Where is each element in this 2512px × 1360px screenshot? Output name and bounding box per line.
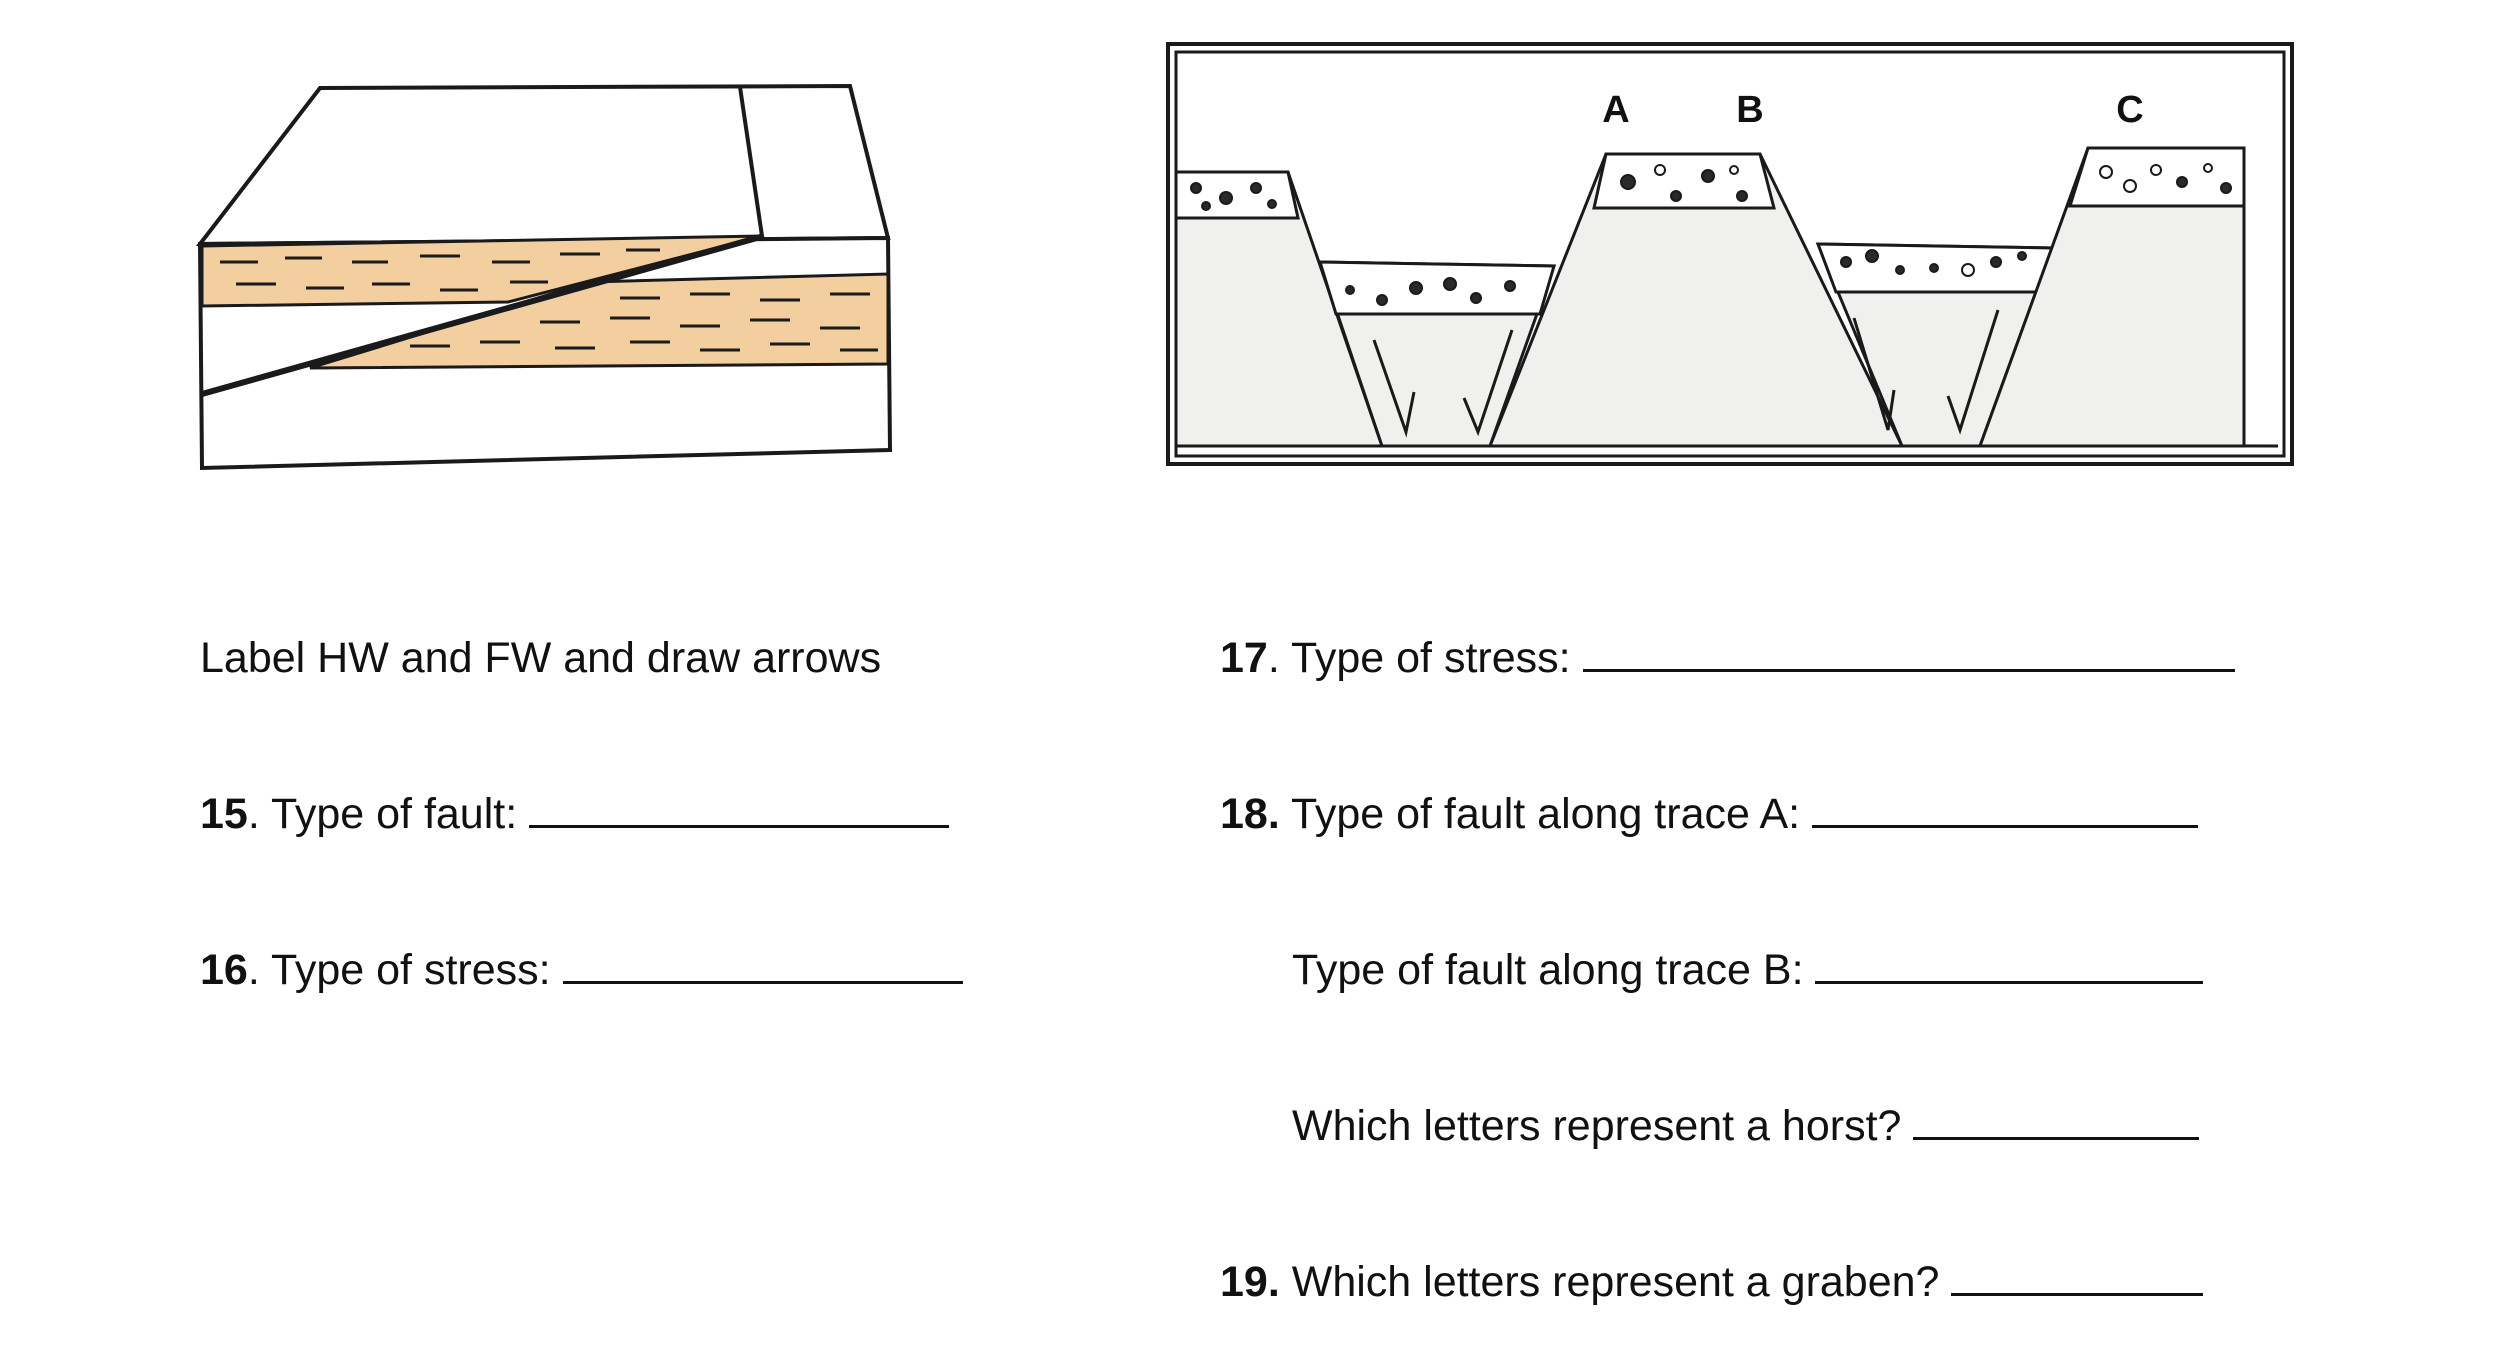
question-15-text: . Type of fault:: [247, 790, 530, 838]
fault-motion-arrows: [1372, 309, 2000, 438]
question-15-number: 15: [200, 790, 248, 838]
question-18-number: 18.: [1220, 790, 1280, 838]
question-17-number: 17: [1220, 634, 1268, 682]
question-18: 18. Type of fault along trace A:: [1220, 788, 2235, 840]
central-horst-gravel: [1592, 152, 1776, 210]
answer-18a-blank[interactable]: [1812, 789, 2199, 828]
question-19-text: Which letters represent a graben?: [1279, 1258, 1952, 1306]
question-17: 17. Type of stress:: [1220, 632, 2235, 684]
answer-19-blank[interactable]: [1951, 1257, 2204, 1296]
gravel-pebbles: [1190, 163, 2232, 306]
label-c: C: [2116, 89, 2143, 131]
question-17-text: . Type of stress:: [1267, 634, 1583, 682]
label-a: A: [1602, 89, 1629, 131]
answer-16-blank[interactable]: [562, 945, 963, 984]
right-horst-gravel: [2067, 146, 2246, 208]
fault-plane-trace: [201, 233, 765, 397]
sandstone-texture-upper: [220, 248, 660, 292]
question-19: 19. Which letters represent a graben?: [1220, 1256, 2235, 1308]
left-horst-gravel: [1174, 170, 1300, 220]
left-questions: Label HW and FW and draw arrows 15. Type…: [200, 528, 963, 1048]
fault-top-trace: [738, 86, 764, 237]
question-16-text: . Type of stress:: [247, 946, 563, 994]
question-18c: Which letters represent a horst?: [1220, 1100, 2235, 1152]
answer-15-blank[interactable]: [529, 789, 950, 828]
question-18b: Type of fault along trace B:: [1220, 944, 2235, 996]
answer-18c-blank[interactable]: [1913, 1101, 2200, 1140]
instruction-text: Label HW and FW and draw arrows: [200, 634, 882, 682]
question-16-number: 16: [200, 946, 248, 994]
answer-17-blank[interactable]: [1582, 633, 2235, 672]
diagram-outer-frame: [1166, 42, 2294, 466]
question-16: 16. Type of stress:: [200, 944, 963, 996]
label-b: B: [1736, 89, 1763, 131]
block-top-face: [195, 83, 891, 247]
question-19-number: 19.: [1220, 1258, 1280, 1306]
right-questions: 17. Type of stress: 18. Type of fault al…: [1220, 528, 2235, 1360]
answer-18b-blank[interactable]: [1815, 945, 2204, 984]
question-18c-text: Which letters represent a horst?: [1292, 1102, 1914, 1150]
horst-graben-diagram: A B C: [1166, 42, 2294, 466]
question-18-text: Type of fault along trace A:: [1279, 790, 1813, 838]
fault-block-diagram: [195, 83, 893, 471]
question-15: 15. Type of fault:: [200, 788, 963, 840]
sandstone-texture-lower: [410, 292, 878, 352]
graben-1-gravel: [1317, 260, 1556, 316]
question-18b-text: Type of fault along trace B:: [1292, 946, 1816, 994]
